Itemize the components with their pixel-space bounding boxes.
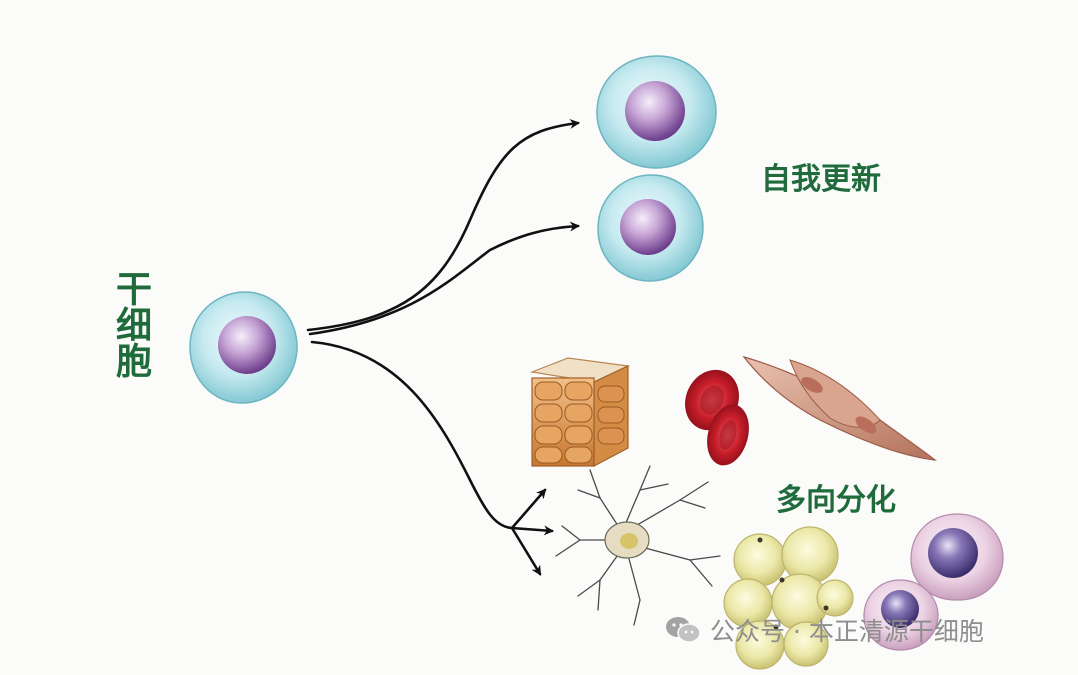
fat-cells — [723, 526, 854, 670]
neuron — [555, 465, 721, 626]
watermark: 公众号 · 本正清源干细胞 — [664, 612, 984, 648]
differentiation-label: 多向分化 — [776, 483, 896, 518]
arrows — [306, 118, 580, 576]
red-blood-cells — [685, 369, 749, 466]
arrow-branch-down — [510, 526, 542, 576]
arrow-branch-mid — [510, 525, 554, 536]
white-blood-cell-large — [910, 513, 1004, 601]
arrow-to-renewed-bottom — [308, 221, 580, 336]
epithelial-cells — [529, 357, 631, 467]
stem-cell-label: 干细胞 — [110, 270, 151, 378]
arrow-to-renewed-top — [306, 118, 580, 332]
neuron-body — [604, 521, 650, 559]
wechat-icon — [666, 617, 701, 643]
self-renewal-label: 自我更新 — [761, 162, 881, 197]
stem-cell — [189, 291, 298, 404]
renewed-cell-top — [596, 55, 717, 169]
renewed-cell-bottom — [597, 174, 704, 282]
arrow-to-differentiation — [310, 340, 514, 530]
white-blood-cell-small — [863, 579, 939, 651]
watermark-text: 公众号 · 本正清源干细胞 — [710, 617, 984, 646]
muscle-cells — [742, 355, 938, 461]
arrow-branch-up — [510, 488, 547, 530]
